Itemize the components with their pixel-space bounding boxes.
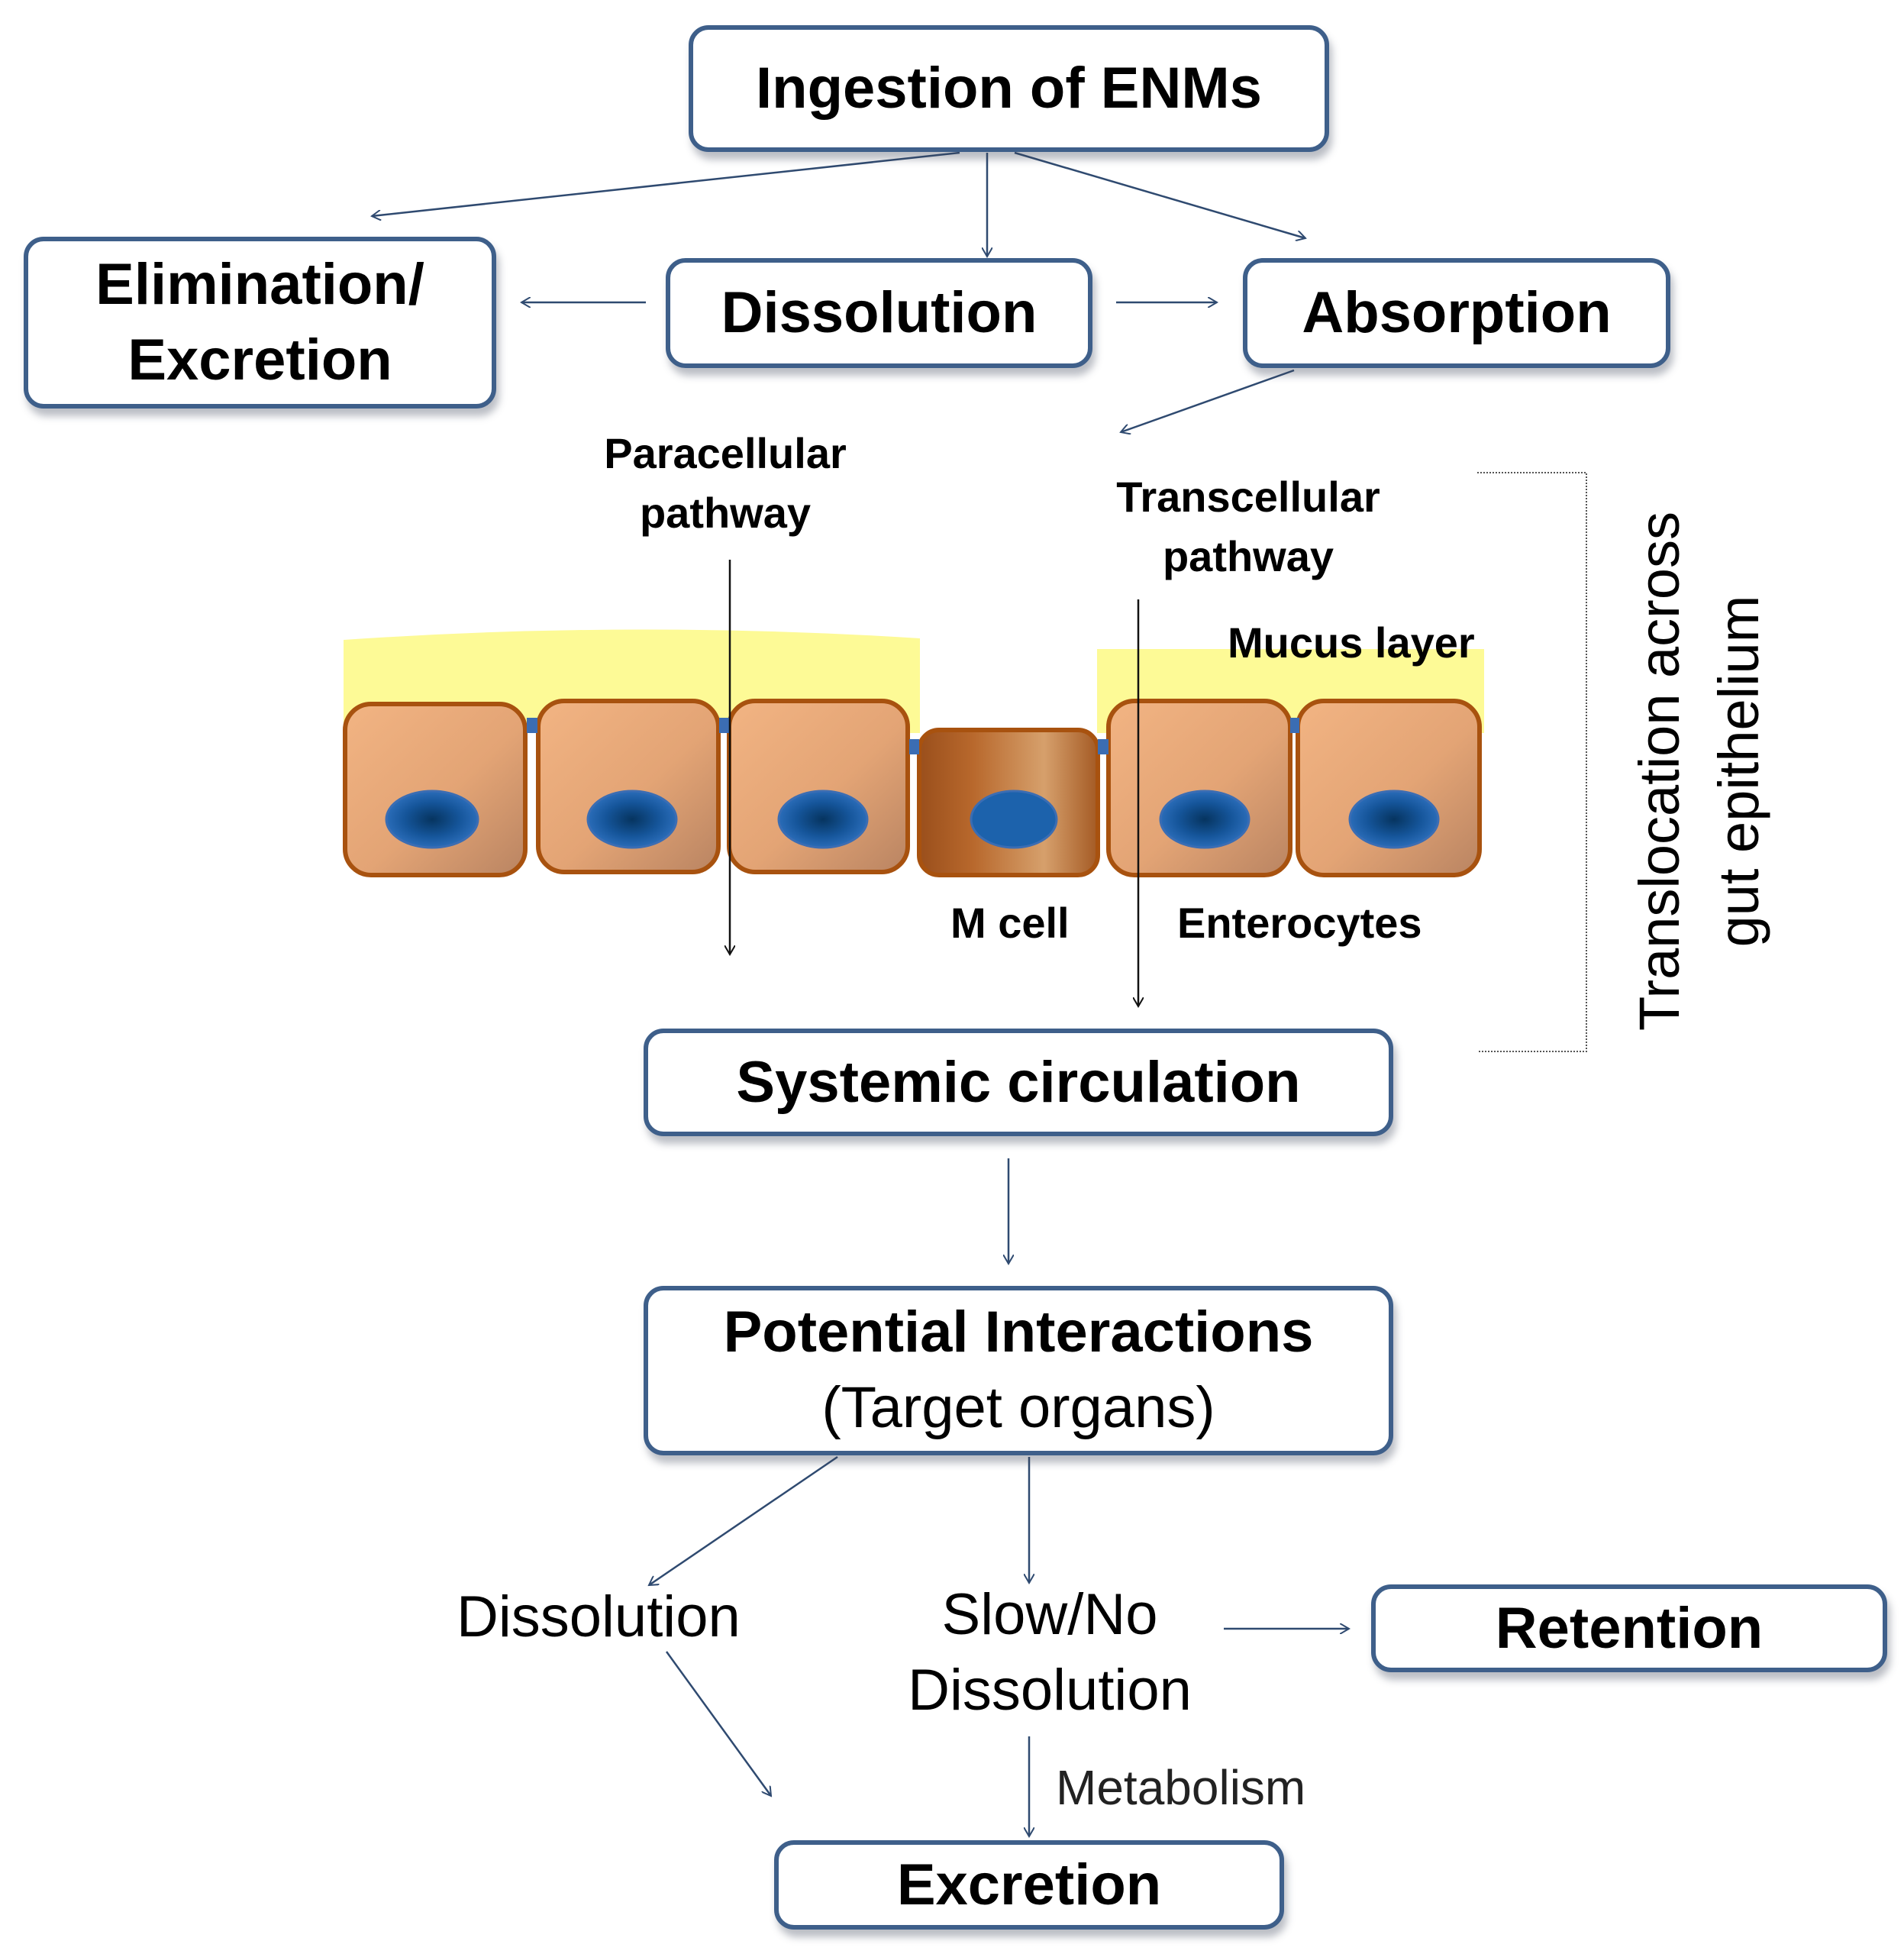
translocation-bracket (1477, 472, 1587, 1052)
pathway-text: pathway (639, 489, 812, 538)
metabolism-label: Metabolism (1056, 1760, 1306, 1815)
slow-no-dissolution-label: Slow/No Dissolution (897, 1578, 1202, 1729)
tight-junction (1290, 718, 1299, 733)
dissolution-label: Dissolution (721, 280, 1038, 346)
ingestion-box: Ingestion of ENMs (689, 25, 1329, 152)
enterocytes-label: Enterocytes (1177, 899, 1422, 947)
retention-box: Retention (1371, 1584, 1887, 1672)
ingestion-label: Ingestion of ENMs (756, 56, 1262, 121)
nucleus (1159, 790, 1251, 849)
elimination-label: Elimination/ (95, 251, 424, 317)
paracellular-text: Paracellular (604, 429, 847, 477)
enterocyte-cell (1106, 699, 1292, 877)
dissolution-bottom-label: Dissolution (457, 1584, 741, 1649)
m-cell-label: M cell (950, 899, 1070, 947)
epithelium (343, 699, 1482, 877)
excretion-box: Excretion (774, 1840, 1284, 1930)
target-organs-label: (Target organs) (821, 1375, 1215, 1440)
translocation-label: Translocation across gut epithelium (1620, 477, 1778, 1065)
enterocyte-cell (343, 702, 528, 877)
arrow-ingestion-to-elimination (372, 151, 960, 216)
systemic-circulation-label: Systemic circulation (736, 1049, 1301, 1115)
translocation-line1: Translocation across (1628, 512, 1691, 1031)
excretion-label: Excretion (896, 1852, 1162, 1917)
absorption-box: Absorption (1243, 258, 1670, 368)
paracellular-pathway-label: Paracellular pathway (557, 424, 893, 544)
arrow-potential-to-dissolution (649, 1455, 838, 1585)
tight-junction (719, 718, 730, 733)
tight-junction (1098, 739, 1109, 754)
potential-interactions-label: Potential Interactions (723, 1300, 1314, 1365)
excretion-label: Excretion (127, 327, 392, 392)
transcellular-text: Transcellular (1116, 473, 1380, 521)
mucus-layer-label: Mucus layer (1228, 618, 1475, 667)
nucleus (1348, 790, 1440, 849)
nucleus (777, 790, 869, 849)
slow-no-text: Slow/No (941, 1582, 1158, 1647)
pathway-text: pathway (1162, 532, 1334, 581)
systemic-circulation-box: Systemic circulation (644, 1029, 1393, 1136)
arrow-absorption-to-transcellular (1121, 369, 1295, 432)
nucleus (970, 790, 1058, 849)
retention-label: Retention (1495, 1595, 1764, 1661)
arrow-dissolution-to-excretion (665, 1651, 771, 1796)
translocation-line2: gut epithelium (1706, 595, 1770, 948)
enterocyte-cell (1296, 699, 1482, 877)
nucleus (586, 790, 678, 849)
tight-junction (909, 739, 919, 754)
dissolution-text: Dissolution (908, 1657, 1192, 1723)
nucleus (385, 790, 479, 849)
potential-interactions-box: Potential Interactions (Target organs) (644, 1286, 1393, 1455)
elimination-excretion-box: Elimination/ Excretion (24, 237, 496, 409)
arrow-ingestion-to-absorption (1014, 151, 1305, 238)
dissolution-box: Dissolution (666, 258, 1092, 368)
absorption-label: Absorption (1302, 280, 1612, 346)
transcellular-pathway-label: Transcellular pathway (1073, 467, 1424, 587)
tight-junction (527, 718, 537, 733)
